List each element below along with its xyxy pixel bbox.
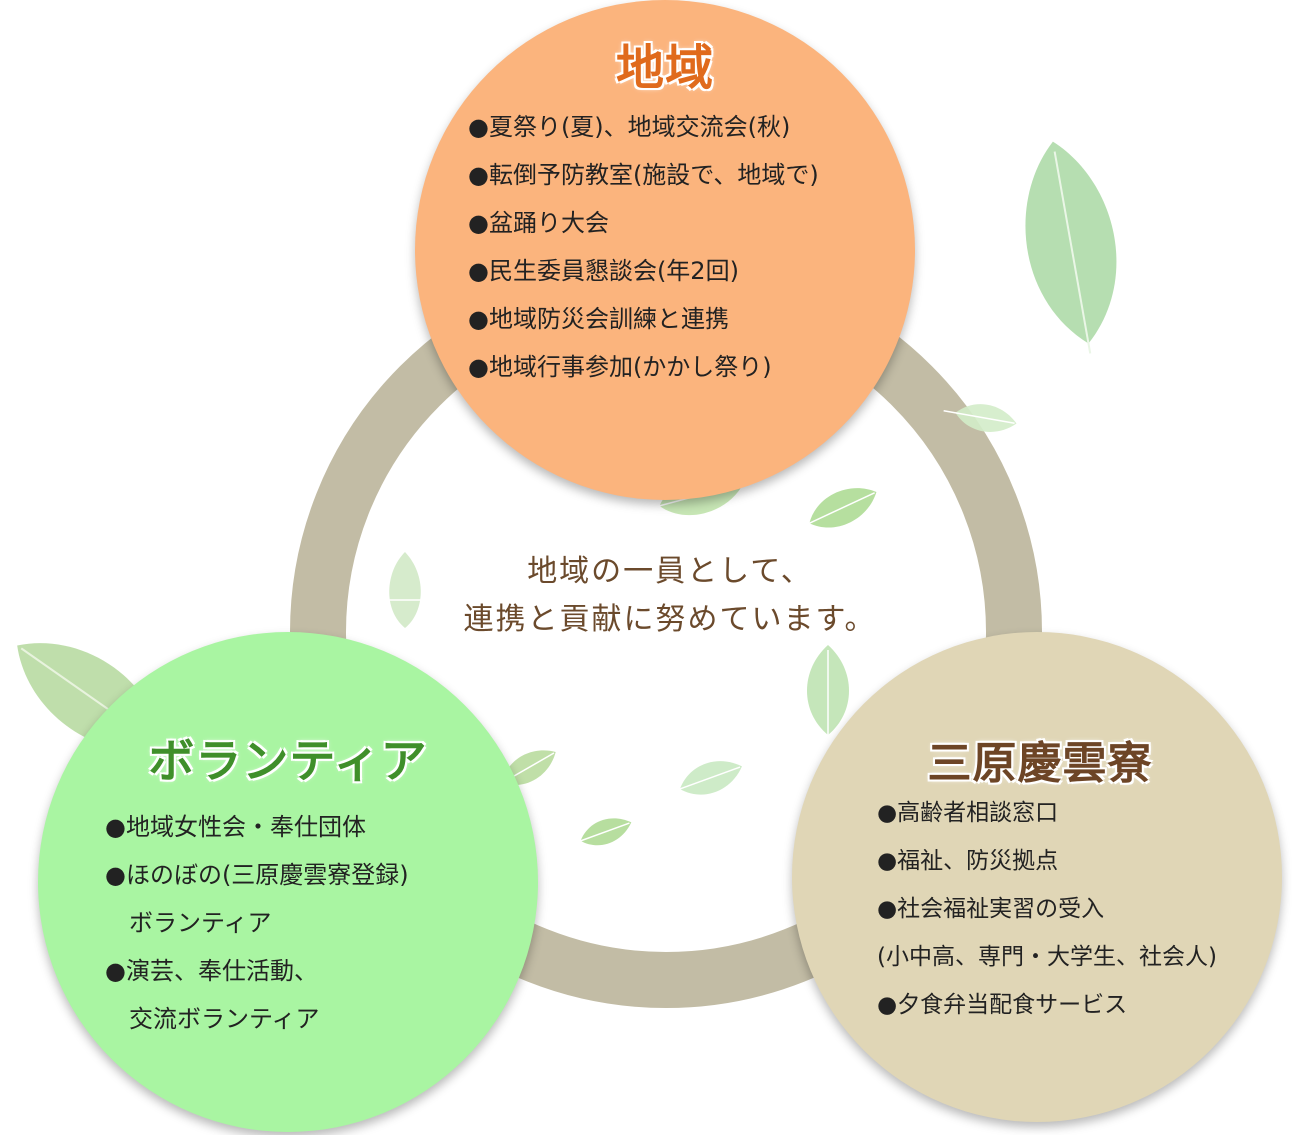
list-item: ●盆踊り大会: [468, 209, 609, 237]
node-chiiki-list: ●夏祭り(夏)、地域交流会(秋) ●転倒予防教室(施設で、地域で) ●盆踊り大会…: [468, 103, 819, 391]
center-message-line1: 地域の一員として、: [527, 554, 813, 589]
list-item: (小中高、専門・大学生、社会人): [877, 944, 1217, 970]
list-item: ●演芸、奉仕活動、: [105, 957, 318, 985]
list-item: ●地域女性会・奉仕団体: [105, 813, 366, 841]
leaf-icon: [569, 818, 632, 846]
list-item: ●夕食弁当配食サービス: [877, 992, 1128, 1018]
node-chiiki: [415, 0, 915, 500]
list-item: ●地域防災会訓練と連携: [468, 305, 729, 333]
list-item: 交流ボランティア: [105, 1005, 320, 1033]
node-chiiki-title: 地域: [615, 40, 714, 96]
leaf-icon: [360, 552, 435, 628]
list-item: ●民生委員懇談会(年2回): [468, 257, 739, 285]
leaf-icon: [798, 488, 877, 529]
node-volunteer-list: ●地域女性会・奉仕団体 ●ほのぼの(三原慶雲寮登録) ボランティア ●演芸、奉仕…: [105, 803, 409, 1043]
list-item: ボランティア: [105, 909, 272, 937]
list-item: ●地域行事参加(かかし祭り): [468, 353, 772, 381]
center-message-line2: 連携と貢献に努めています。: [463, 602, 877, 637]
list-item: ●夏祭り(夏)、地域交流会(秋): [468, 113, 791, 141]
node-ryo-list: ●高齢者相談窓口 ●福祉、防災拠点 ●社会福祉実習の受入 (小中高、専門・大学生…: [877, 789, 1217, 1029]
list-item: ●社会福祉実習の受入: [877, 896, 1105, 922]
leaf-icon: [1025, 141, 1117, 354]
list-item: ●ほのぼの(三原慶雲寮登録): [105, 861, 409, 889]
leaf-icon: [943, 404, 1017, 432]
center-message: 地域の一員として、 連携と貢献に努めています。: [420, 548, 920, 644]
node-ryo-title: 三原慶雲寮: [927, 738, 1153, 789]
list-item: ●転倒予防教室(施設で、地域で): [468, 161, 819, 189]
node-ryo: [792, 632, 1282, 1122]
leaf-icon: [807, 645, 849, 738]
node-volunteer-title: ボランティア: [148, 734, 428, 788]
leaf-icon: [668, 761, 742, 795]
list-item: ●福祉、防災拠点: [877, 848, 1059, 874]
list-item: ●高齢者相談窓口: [877, 800, 1059, 826]
node-volunteer: [38, 632, 538, 1132]
